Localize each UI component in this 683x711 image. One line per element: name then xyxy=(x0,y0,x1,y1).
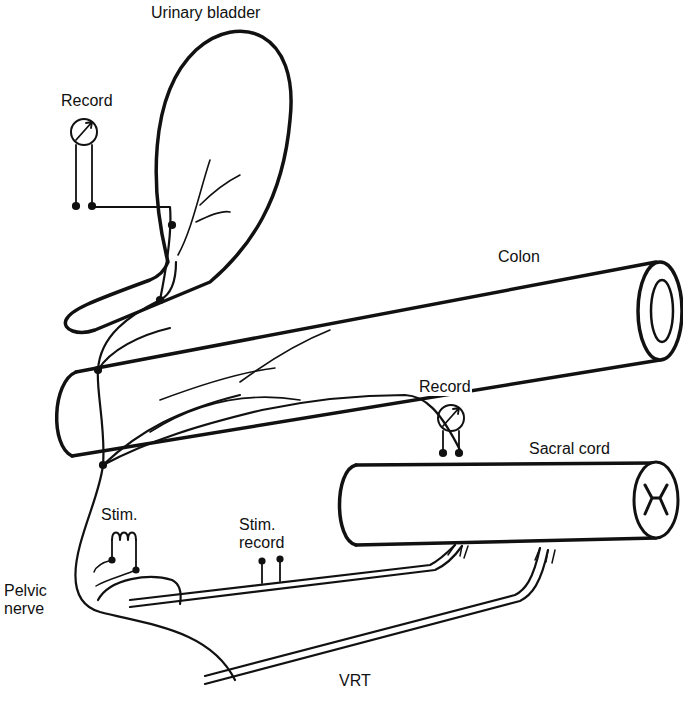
sacral-cord xyxy=(340,462,679,545)
electrode-label: Stim. record xyxy=(238,516,298,552)
organ-label: Colon xyxy=(497,248,541,266)
electrode-label: Record xyxy=(418,378,472,396)
organ-label: Sacral cord xyxy=(528,440,611,458)
stim-record-electrode xyxy=(260,557,283,584)
nerve-label: Pelvic nerve xyxy=(3,582,61,618)
electrode-label: Record xyxy=(60,92,114,110)
electrode-label: Stim. xyxy=(100,506,138,524)
record-electrode xyxy=(438,405,464,456)
bladder-outline xyxy=(65,31,291,332)
nerve-label: VRT xyxy=(338,672,372,690)
stim-electrode xyxy=(94,533,139,587)
pelvic-nerve xyxy=(75,207,461,680)
organ-label: Urinary bladder xyxy=(150,4,261,22)
nerve-roots xyxy=(130,545,555,684)
record-electrode xyxy=(71,119,97,209)
